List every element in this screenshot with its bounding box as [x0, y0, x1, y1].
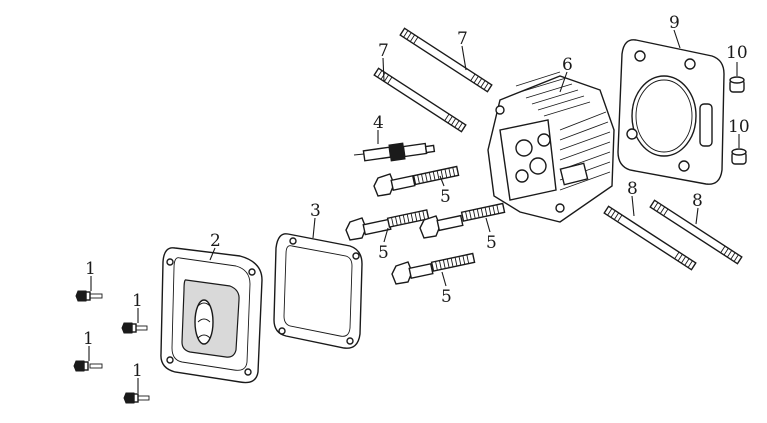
callout-2: 2 [210, 231, 221, 251]
callout-1: 1 [132, 291, 143, 311]
stud-7a [373, 67, 467, 133]
callout-7: 7 [457, 29, 468, 49]
cover-gasket [273, 233, 363, 349]
flange-bolt-1a [75, 290, 103, 302]
callout-5: 5 [441, 287, 452, 307]
callout-10: 10 [728, 117, 750, 137]
callout-1: 1 [85, 259, 96, 279]
callout-8: 8 [627, 179, 638, 199]
head-bolt-5d [391, 252, 476, 285]
leader-lines [88, 29, 740, 393]
callout-9: 9 [669, 13, 680, 33]
head-gasket [617, 39, 725, 185]
valve-cover [160, 247, 263, 384]
cylinder-head [487, 71, 615, 223]
callout-4: 4 [373, 113, 384, 133]
stud-8b [649, 199, 743, 265]
flange-bolt-1c [73, 360, 103, 372]
callout-labels: 1 1 1 1 2 3 4 5 5 5 5 6 7 7 8 8 9 10 10 [83, 13, 750, 381]
callout-5: 5 [440, 187, 451, 207]
callout-10: 10 [726, 43, 748, 63]
spark-plug [353, 142, 436, 162]
head-bolt-5a [373, 165, 460, 197]
dowel-pin-10b [731, 148, 747, 165]
callout-8: 8 [692, 191, 703, 211]
head-bolt-5b [345, 209, 430, 241]
callout-5: 5 [378, 243, 389, 263]
callout-6: 6 [562, 55, 573, 75]
dowel-pin-10a [729, 76, 745, 93]
callout-3: 3 [310, 201, 321, 221]
stud-7b [399, 27, 493, 93]
callout-7: 7 [378, 41, 389, 61]
head-bolt-5c [419, 202, 506, 239]
callout-5: 5 [486, 233, 497, 253]
callout-1: 1 [83, 329, 94, 349]
stud-8a [603, 205, 697, 271]
callout-1: 1 [132, 361, 143, 381]
flange-bolt-1d [123, 392, 150, 404]
flange-bolt-1b [121, 322, 148, 334]
